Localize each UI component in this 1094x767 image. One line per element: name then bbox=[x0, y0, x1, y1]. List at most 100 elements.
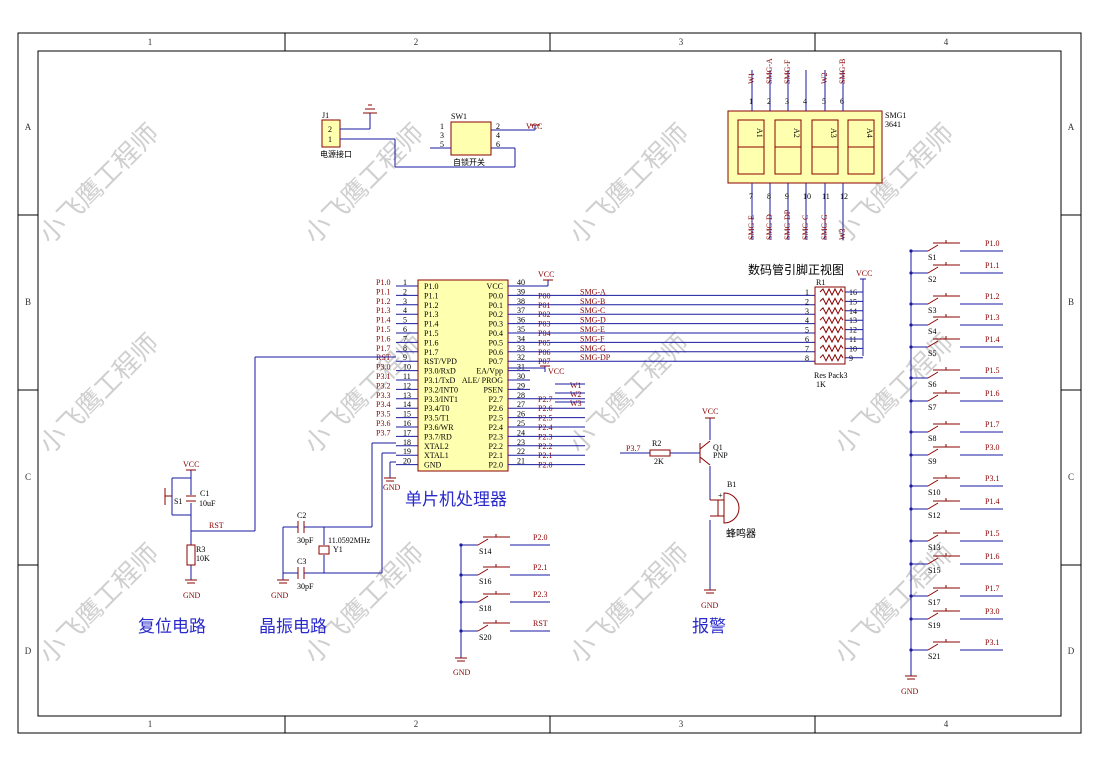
smg-top-net: SMG-B bbox=[838, 59, 847, 84]
mcu-left-pin-name: P1.1 bbox=[424, 291, 438, 300]
digit-common-label: A3 bbox=[829, 128, 838, 138]
reset-r3-ref: R3 bbox=[196, 545, 205, 554]
mcu-right-pin-number: 22 bbox=[517, 447, 525, 456]
smg-top-pin-number: 1 bbox=[749, 97, 753, 106]
mcu-left-pin-name: P1.6 bbox=[424, 338, 438, 347]
smg-top-net: W1 bbox=[747, 72, 756, 84]
smg-top-pin-number: 2 bbox=[767, 97, 771, 106]
mcu-left-net-label: P1.7 bbox=[376, 344, 390, 353]
smg-bottom-net: SMG-G bbox=[820, 214, 829, 240]
key-net: P1.3 bbox=[985, 313, 999, 322]
watermark-text: 小飞鹰工程师 bbox=[299, 538, 431, 670]
key-net: P1.7 bbox=[985, 584, 999, 593]
resistor-element bbox=[819, 344, 844, 353]
smg-bottom-pin-number: 7 bbox=[749, 192, 753, 201]
smg-bottom-net: SMG-D bbox=[765, 214, 774, 240]
key-ref: S4 bbox=[928, 327, 936, 336]
mcu-left-pin-name: P1.5 bbox=[424, 329, 438, 338]
mcu-right-pin-name: P2.6 bbox=[489, 404, 503, 413]
j1-ref: J1 bbox=[322, 111, 329, 120]
crystal-y1-val: 11.0592MHz bbox=[328, 536, 371, 545]
respack-left-pin: 3 bbox=[805, 307, 809, 316]
col-label-bottom-2: 2 bbox=[414, 719, 419, 729]
smg-top-pin-number: 3 bbox=[785, 97, 789, 106]
mcu-right-pin-number: 25 bbox=[517, 419, 525, 428]
power-input-section: J1 2 1 电源接口 SW1 自锁开关 1 3 5 2 4 6 VCC bbox=[320, 104, 542, 168]
key-ref: S6 bbox=[928, 380, 936, 389]
mcu-right-pin-number: 32 bbox=[517, 353, 525, 362]
sw1-pin-6: 6 bbox=[496, 140, 500, 149]
mcu-left-pin-name: RST/VPD bbox=[424, 357, 457, 366]
mcu-right-pin-number: 35 bbox=[517, 325, 525, 334]
key-ref: S8 bbox=[928, 434, 936, 443]
key-ref: S1 bbox=[928, 253, 936, 262]
sw1-pin-2: 2 bbox=[496, 122, 500, 131]
resistor-element bbox=[819, 316, 844, 325]
watermark-text: 小飞鹰工程师 bbox=[34, 328, 166, 460]
key-net: P1.2 bbox=[985, 292, 999, 301]
bus-net-label: SMG-E bbox=[580, 325, 605, 334]
mcu-left-pin-number: 8 bbox=[403, 344, 407, 353]
mcu-right-pin-name: P0.1 bbox=[489, 301, 503, 310]
key-ref: S5 bbox=[928, 349, 936, 358]
key-net: P3.0 bbox=[985, 607, 999, 616]
key-ref: S19 bbox=[928, 621, 940, 630]
key-ref: S17 bbox=[928, 598, 940, 607]
alarm-title: 报警 bbox=[692, 617, 726, 636]
mcu-left-pin-number: 17 bbox=[403, 428, 411, 437]
col-label-top-3: 3 bbox=[679, 37, 684, 47]
crystal-gnd: GND bbox=[271, 591, 289, 600]
watermark-text: 小飞鹰工程师 bbox=[34, 538, 166, 670]
crystal-title: 晶振电路 bbox=[259, 617, 327, 636]
mcu-right-pin-name: P0.3 bbox=[489, 320, 503, 329]
mcu-left-pin-name: P3.7/RD bbox=[424, 432, 452, 441]
smg-bottom-net: SMG-E bbox=[747, 215, 756, 240]
row-label-left-b: B bbox=[25, 297, 31, 307]
sw1-pin-5: 5 bbox=[440, 140, 444, 149]
sw1-ref: SW1 bbox=[451, 112, 467, 121]
mcu-right-pin-name: P2.1 bbox=[489, 451, 503, 460]
mcu-left-pin-number: 18 bbox=[403, 438, 411, 447]
bus-net-label: SMG-F bbox=[580, 334, 605, 343]
alarm-vcc: VCC bbox=[702, 407, 718, 416]
mcu-left-pin-name: P1.7 bbox=[424, 348, 438, 357]
mcu-left-pin-name: P3.2/INT0 bbox=[424, 385, 458, 394]
sw1-pin-1: 1 bbox=[440, 122, 444, 131]
mcu-right-pin-name: P2.2 bbox=[489, 442, 503, 451]
col-label-bottom-3: 3 bbox=[679, 719, 684, 729]
digit-common-label: A1 bbox=[755, 128, 764, 138]
j1-pin-1: 1 bbox=[328, 135, 332, 144]
mcu-left-pin-number: 11 bbox=[403, 372, 411, 381]
mcu-w3: W3 bbox=[570, 399, 582, 408]
key-ref: S14 bbox=[479, 547, 491, 556]
mcu-right-pin-name: P2.0 bbox=[489, 461, 503, 470]
smg-bottom-pin-number: 10 bbox=[803, 192, 811, 201]
mcu-left-pin-name: P3.5/T1 bbox=[424, 414, 450, 423]
mcu-right-pin-number: 29 bbox=[517, 381, 525, 390]
key-ref: S18 bbox=[479, 604, 491, 613]
key-ref: S3 bbox=[928, 306, 936, 315]
watermark-text: 小飞鹰工程师 bbox=[564, 538, 696, 670]
mcu-right-pin-name: P0.5 bbox=[489, 338, 503, 347]
crystal-c3-ref: C3 bbox=[297, 557, 306, 566]
key-net: P1.5 bbox=[985, 529, 999, 538]
mcu-left-net-label: P3.0 bbox=[376, 363, 390, 372]
crystal-c3-val: 30pF bbox=[297, 582, 314, 591]
mcu-right-pin-name: P0.4 bbox=[489, 329, 503, 338]
mcu-right-pin-number: 31 bbox=[517, 363, 525, 372]
smg-top-pin-number: 5 bbox=[822, 97, 826, 106]
mcu-left-net-label: P3.1 bbox=[376, 372, 390, 381]
key-ref: S10 bbox=[928, 488, 940, 497]
key-net: P1.5 bbox=[985, 366, 999, 375]
key-ref: S13 bbox=[928, 543, 940, 552]
bus-net-label: SMG-C bbox=[580, 306, 605, 315]
alarm-b1-ref: B1 bbox=[727, 480, 736, 489]
key-net: P2.1 bbox=[533, 563, 547, 572]
mcu-chip bbox=[417, 279, 509, 472]
mcu-left-pin-number: 16 bbox=[403, 419, 411, 428]
mcu-left-pin-number: 2 bbox=[403, 287, 407, 296]
key-ref: S21 bbox=[928, 652, 940, 661]
respack-left-pin: 6 bbox=[805, 335, 809, 344]
mcu-right-pin-number: 21 bbox=[517, 457, 525, 466]
